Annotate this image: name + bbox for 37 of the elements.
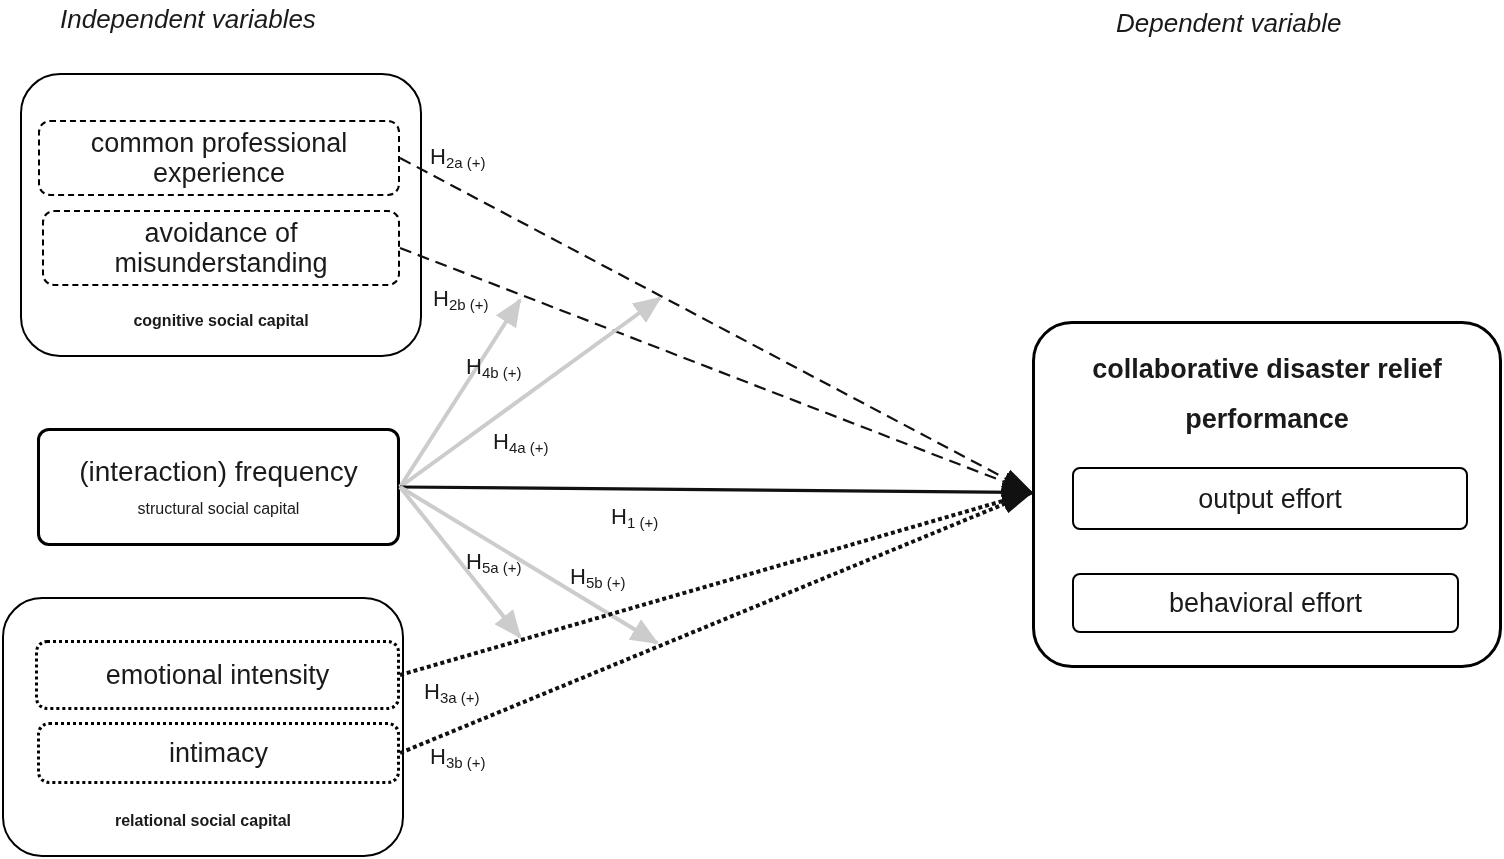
- group-box: [20, 73, 422, 357]
- variable-box: [1072, 573, 1459, 633]
- edge-label: H$_{5b (+)}$: [570, 563, 626, 593]
- variable-label: behavioral effort: [1168, 588, 1363, 618]
- variable-box: [35, 640, 400, 710]
- outcome-title: collaborative disaster relief performance: [1091, 353, 1443, 436]
- variable-box: [1072, 467, 1468, 530]
- variable-label: intimacy: [169, 738, 268, 768]
- moderation-arrow: [398, 296, 662, 489]
- variable-box: [37, 722, 400, 784]
- column-heading: Dependent variable: [1116, 7, 1342, 40]
- edge-label: H$_{4b (+)}$: [466, 353, 522, 383]
- group-caption: cognitive social capital: [132, 311, 310, 331]
- variable-box: [37, 428, 400, 546]
- edge-label: H$_{4a (+)}$: [493, 428, 549, 458]
- column-heading: Independent variables: [60, 3, 316, 36]
- variable-caption: structural social capital: [137, 498, 300, 519]
- edge-label: H$_{3a (+)}$: [424, 678, 480, 708]
- moderation-arrow: [398, 485, 659, 645]
- variable-box: [38, 120, 400, 196]
- variable-label: avoidance of misunderstanding: [113, 218, 329, 278]
- variable-box: [42, 210, 400, 286]
- moderation-arrow: [398, 485, 522, 639]
- edge-label: H$_{2a (+)}$: [430, 143, 486, 173]
- outcome-box: [1032, 321, 1502, 668]
- group-caption: relational social capital: [113, 811, 293, 831]
- variable-label: common professional experience: [89, 128, 349, 188]
- edge-label: H$_{2b (+)}$: [433, 285, 489, 315]
- edge-label: H$_{1 (+)}$: [611, 503, 659, 533]
- variable-label: (interaction) frequency: [79, 454, 358, 489]
- variable-label: emotional intensity: [105, 660, 330, 690]
- group-box: [2, 597, 404, 857]
- variable-label: output effort: [1198, 483, 1342, 514]
- hypothesis-arrow: [399, 157, 1034, 494]
- edge-label: H$_{3b (+)}$: [430, 743, 486, 773]
- moderation-arrow: [398, 298, 522, 489]
- edge-label: H$_{5a (+)}$: [466, 548, 522, 578]
